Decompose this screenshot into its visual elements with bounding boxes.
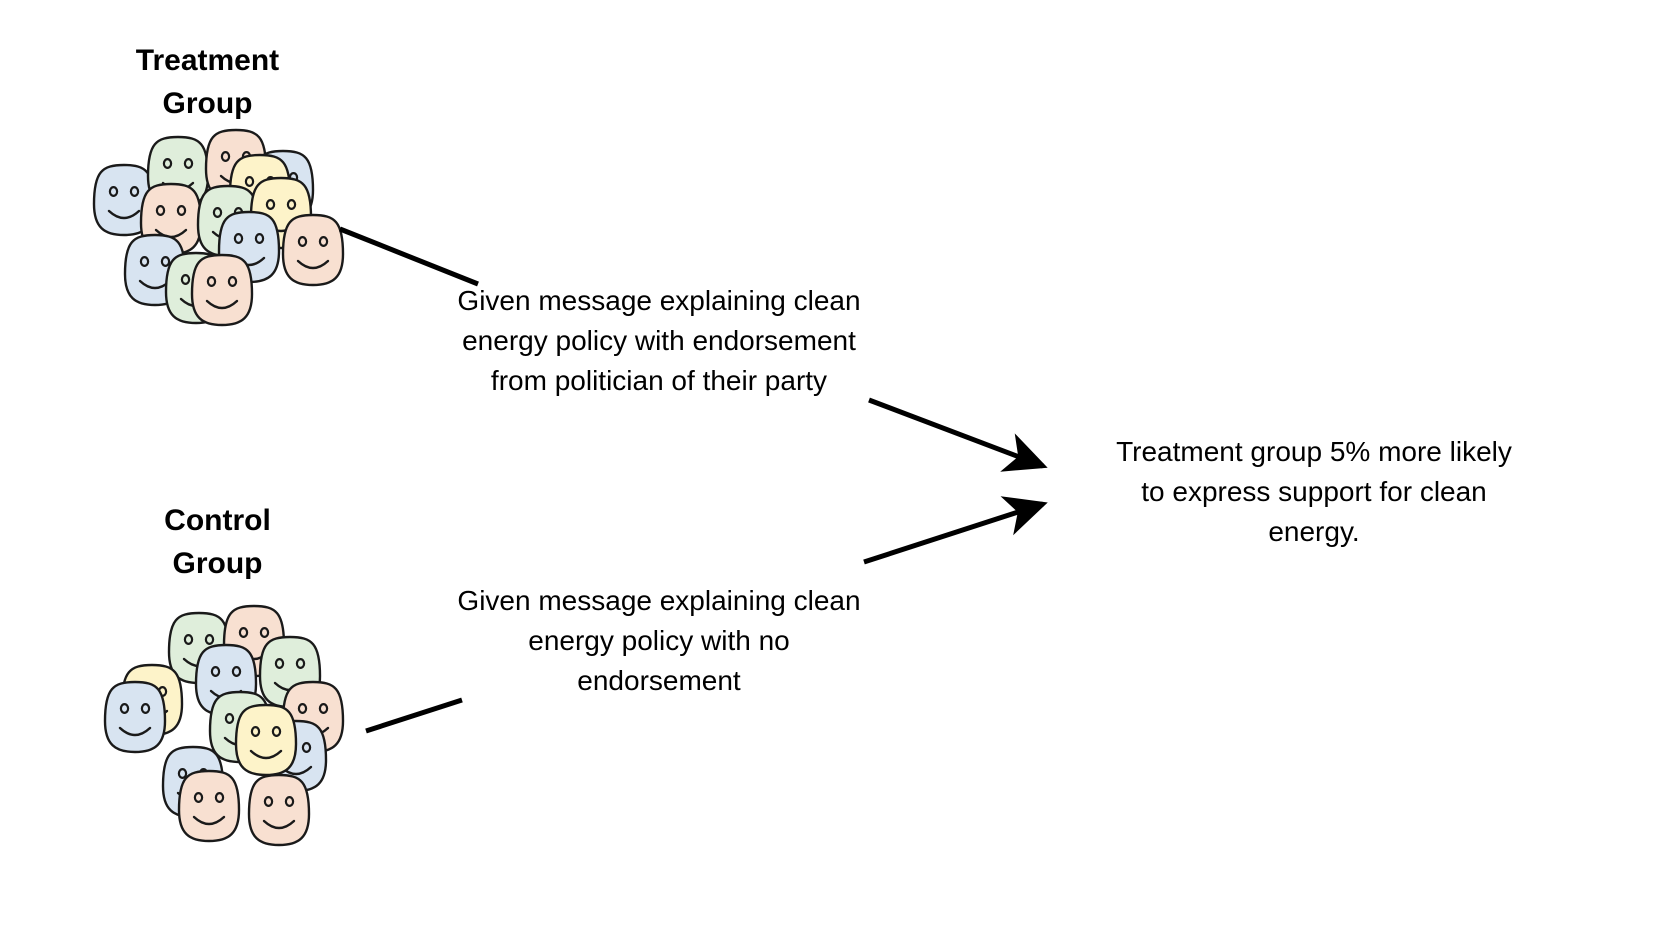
control-stem xyxy=(365,697,463,734)
right-eye xyxy=(301,741,312,753)
left-eye xyxy=(244,176,255,188)
smiley-face-icon xyxy=(247,773,311,847)
right-eye xyxy=(204,633,215,645)
left-eye xyxy=(177,767,188,779)
smiley-face-icon xyxy=(103,680,167,754)
left-eye xyxy=(250,725,261,737)
left-eye xyxy=(119,702,130,714)
smile-mouth xyxy=(107,209,141,220)
left-eye xyxy=(263,795,274,807)
smiley-face-icon xyxy=(234,703,298,777)
right-eye xyxy=(231,665,242,677)
control-message-text: Given message explaining clean energy po… xyxy=(457,585,861,696)
face-outline xyxy=(177,769,241,843)
right-eye xyxy=(271,725,282,737)
left-eye xyxy=(193,791,204,803)
left-eye xyxy=(220,151,231,163)
face-outline xyxy=(190,253,254,327)
left-eye xyxy=(233,233,244,245)
treatment-stem xyxy=(339,226,479,287)
left-eye xyxy=(212,207,223,219)
right-eye xyxy=(254,233,265,245)
left-eye xyxy=(210,665,221,677)
left-eye xyxy=(297,236,308,248)
left-eye xyxy=(183,633,194,645)
treatment-message-text: Given message explaining clean energy po… xyxy=(457,285,861,396)
right-eye xyxy=(183,158,194,170)
control-face-cluster xyxy=(103,604,345,847)
smiley-face-icon xyxy=(190,253,254,327)
right-eye xyxy=(284,795,295,807)
left-eye xyxy=(297,702,308,714)
treatment-group-title: Treatment Group xyxy=(135,44,280,120)
right-eye xyxy=(227,276,238,288)
smiley-face-icon xyxy=(177,769,241,843)
left-eye xyxy=(180,274,191,286)
face-outline xyxy=(103,680,167,754)
smiley-face-icon xyxy=(281,213,345,287)
left-eye xyxy=(206,276,217,288)
right-eye xyxy=(129,186,140,198)
right-eye xyxy=(318,702,329,714)
right-eye xyxy=(259,626,270,638)
left-eye xyxy=(108,186,119,198)
right-eye xyxy=(160,256,171,268)
right-eye xyxy=(318,236,329,248)
smile-mouth xyxy=(296,259,330,270)
right-eye xyxy=(176,205,187,217)
right-eye xyxy=(286,199,297,211)
smile-mouth xyxy=(192,815,226,826)
left-eye xyxy=(224,712,235,724)
right-eye xyxy=(140,702,151,714)
right-eye xyxy=(295,657,306,669)
face-outline xyxy=(234,703,298,777)
left-eye xyxy=(155,205,166,217)
smile-mouth xyxy=(249,749,283,760)
right-eye xyxy=(214,791,225,803)
left-eye xyxy=(238,626,249,638)
control-arrow xyxy=(863,496,1048,565)
face-outline xyxy=(247,773,311,847)
smile-mouth xyxy=(205,299,239,310)
treatment-face-cluster xyxy=(92,128,345,327)
smile-mouth xyxy=(118,726,152,737)
control-group-title: Control Group xyxy=(164,504,271,580)
left-eye xyxy=(265,199,276,211)
left-eye xyxy=(139,256,150,268)
treatment-arrow xyxy=(868,397,1048,472)
conclusion-text: Treatment group 5% more likely to expres… xyxy=(1116,436,1512,547)
left-eye xyxy=(274,657,285,669)
smile-mouth xyxy=(262,819,296,830)
left-eye xyxy=(162,158,173,170)
face-outline xyxy=(281,213,345,287)
